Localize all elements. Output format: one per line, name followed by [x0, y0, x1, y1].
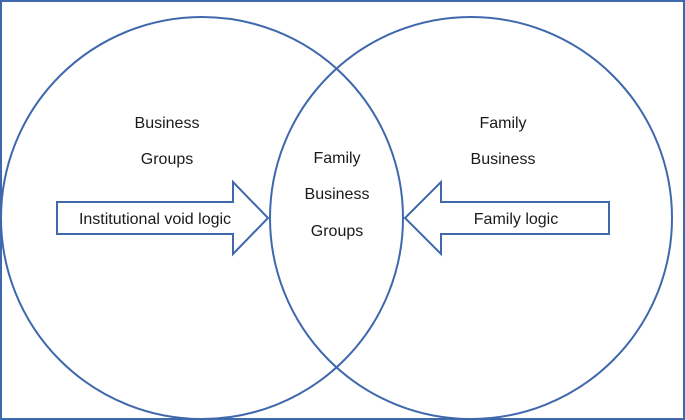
family-business-circle [269, 16, 673, 420]
business-groups-label-line1: Business [135, 115, 200, 132]
family-business-groups-label-line2: Business [305, 186, 370, 203]
business-groups-label-line2: Groups [141, 151, 193, 168]
business-groups-circle [0, 16, 404, 420]
institutional-void-logic-label: Institutional void logic [79, 211, 231, 228]
family-logic-label: Family logic [474, 211, 558, 228]
family-business-groups-label-line1: Family [313, 150, 360, 167]
institutional-void-logic-arrow [56, 179, 270, 257]
family-business-label-line1: Family [479, 115, 526, 132]
family-business-label-line2: Business [471, 151, 536, 168]
family-logic-arrow [403, 179, 610, 257]
family-business-groups-label-line3: Groups [311, 223, 363, 240]
